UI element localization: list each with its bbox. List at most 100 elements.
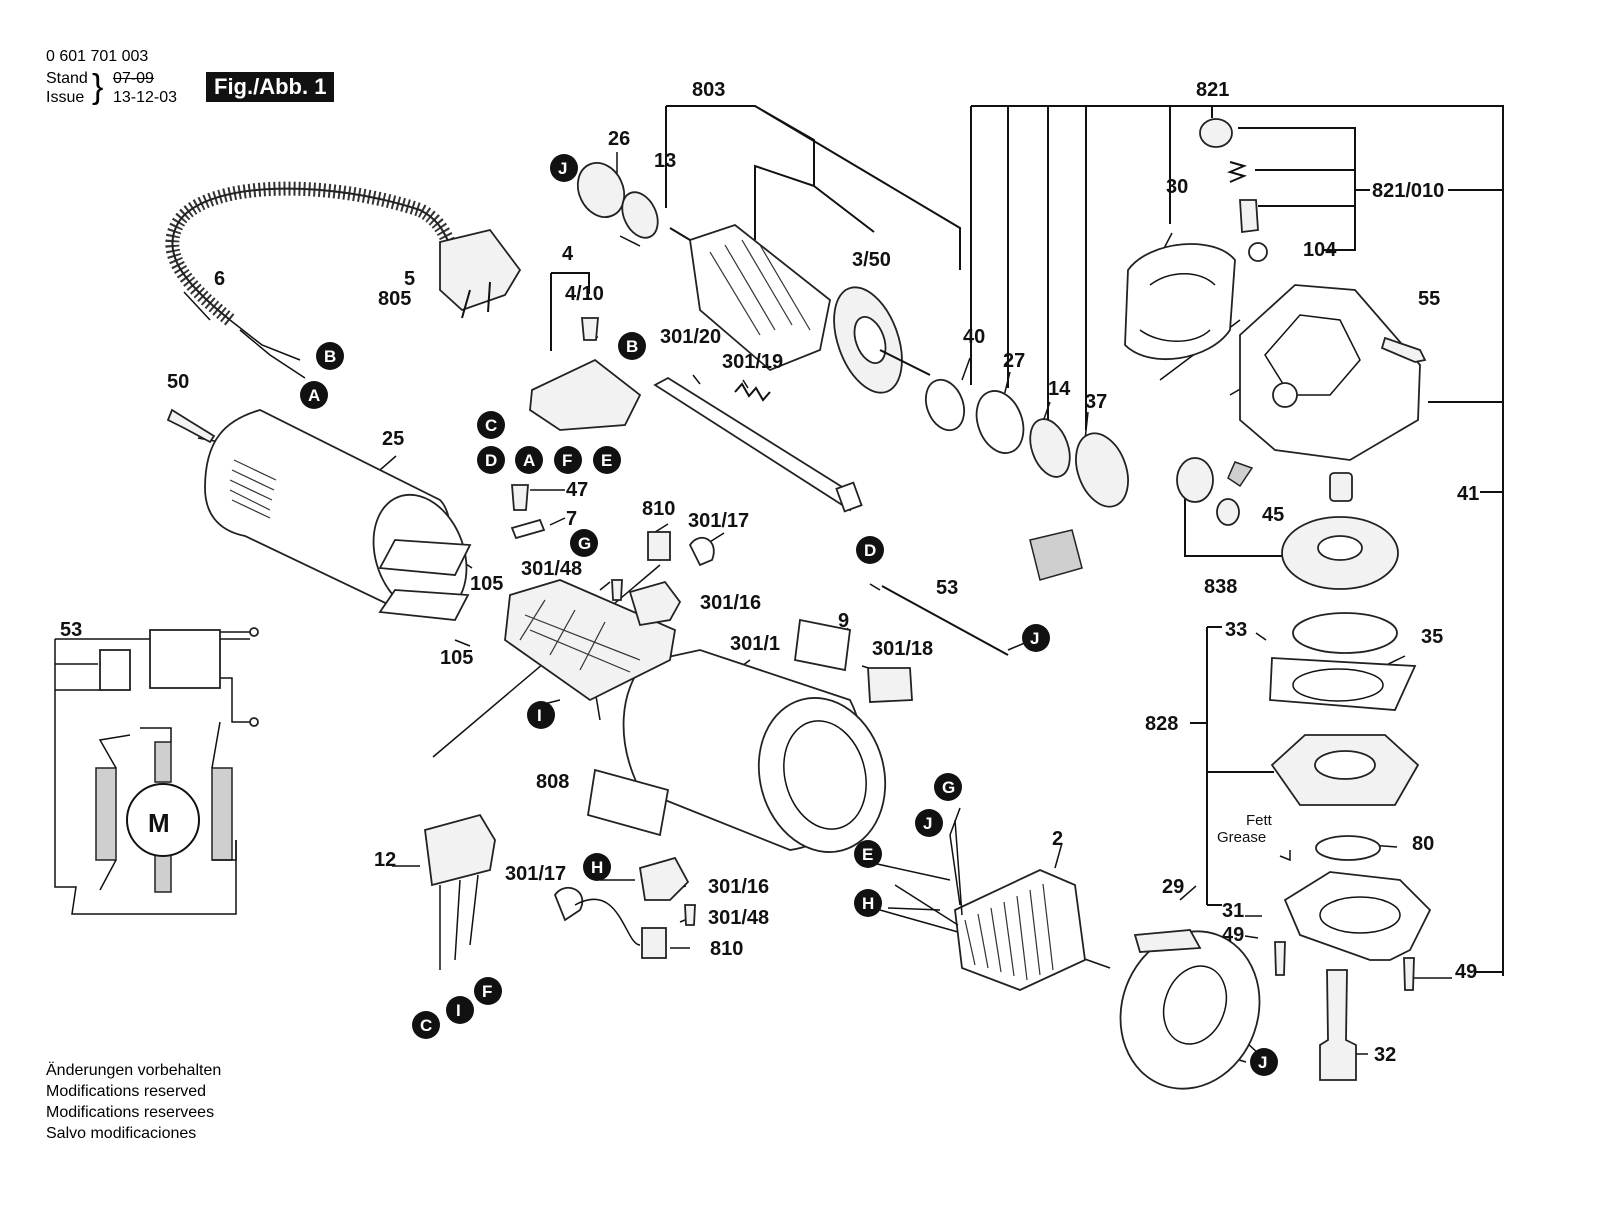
label-301-19: 301/19 [722, 351, 783, 373]
footer-notes: Änderungen vorbehalten Modifications res… [46, 1060, 221, 1144]
cap-part [1199, 118, 1233, 148]
bearing-26-part [576, 162, 626, 218]
label-55: 55 [1418, 288, 1440, 310]
suppressor-12-part [424, 813, 496, 887]
svg-text:E: E [601, 451, 612, 470]
bearing-flange-hub [1314, 750, 1376, 780]
label-104: 104 [1303, 239, 1337, 261]
circuit-brush-top [154, 741, 172, 783]
brush-spring-301-17a-part [688, 536, 715, 567]
svg-text:G: G [578, 534, 591, 553]
connector-G-1: G [570, 529, 598, 557]
armature-shaft [669, 227, 931, 376]
connector-markers: J B A B C D A F E G D J I G J E H H F I … [300, 154, 1278, 1076]
spring-part [1227, 161, 1247, 183]
cover-30-part [1124, 243, 1236, 361]
label-105b: 105 [440, 647, 473, 669]
power-cord-outline [171, 187, 451, 321]
bearing-13-part [621, 191, 659, 239]
connector-C-2: C [412, 1011, 440, 1039]
label-301-48a: 301/48 [521, 558, 582, 580]
circuit-wires [98, 721, 237, 891]
label-31: 31 [1222, 900, 1244, 922]
plug-part [439, 228, 522, 312]
screw-301-48a-part [611, 579, 623, 601]
label-27: 27 [1003, 350, 1025, 372]
connector-F-1: F [554, 446, 582, 474]
footer-line-de: Änderungen vorbehalten [46, 1062, 222, 1079]
label-2: 2 [1052, 828, 1063, 850]
brush-810a-part [647, 531, 671, 561]
connector-H-2: H [854, 889, 882, 917]
plate-31-part [1283, 871, 1432, 961]
label-4-10: 4/10 [565, 283, 604, 305]
connector-J-3: J [915, 809, 943, 837]
brush-wire [574, 879, 641, 946]
label-50: 50 [167, 371, 189, 393]
circuit-switch-block [149, 629, 221, 689]
circuit-contact-block [99, 649, 131, 691]
label-53a: 53 [60, 619, 82, 641]
small-nut-part [1227, 461, 1254, 488]
stand-label: Stand [46, 70, 88, 87]
switch-4-part [529, 358, 642, 431]
svg-text:A: A [308, 386, 320, 405]
screw-49b-part [1403, 957, 1415, 991]
screw-50-part [166, 408, 216, 444]
connector-C-1: C [477, 411, 505, 439]
svg-text:H: H [862, 894, 874, 913]
main-housing-mouth [757, 697, 887, 853]
svg-text:D: D [485, 451, 497, 470]
stator-part [954, 869, 1086, 991]
label-49a: 49 [1222, 924, 1244, 946]
label-301-16a: 301/16 [700, 592, 761, 614]
plug-pins-part [461, 281, 491, 319]
header-brace: } [92, 68, 104, 106]
part-labels: 803 821 26 13 30 821/010 104 3/50 4 4/10… [60, 79, 1479, 1066]
connector-B-1: B [316, 342, 344, 370]
label-sheet-part [378, 539, 472, 576]
motor-symbol [126, 783, 200, 857]
ring-40-part [924, 378, 966, 432]
label-13: 13 [654, 150, 676, 172]
label-37: 37 [1085, 391, 1107, 413]
connector-D-2: D [856, 536, 884, 564]
cord-wires-part [229, 319, 306, 379]
label-803: 803 [692, 79, 725, 101]
label-sheet-part-2 [378, 589, 470, 621]
nut-45-part [1216, 498, 1240, 526]
stator-laminations [964, 883, 1054, 981]
guard-29-tab [1133, 929, 1202, 953]
armature-windings [709, 239, 811, 336]
spring-301-19-part [734, 382, 771, 402]
slide-end-part [835, 481, 863, 513]
pin-part [1239, 199, 1259, 234]
svg-text:J: J [923, 814, 932, 833]
circuit-field-coil-right [211, 767, 233, 861]
brush-holder-301-16a-part [628, 580, 682, 627]
svg-text:D: D [864, 541, 876, 560]
connector-J-2: J [1022, 624, 1050, 652]
svg-text:B: B [324, 347, 336, 366]
label-105a: 105 [470, 573, 503, 595]
label-821: 821 [1196, 79, 1229, 101]
bracket-lines [54, 105, 1504, 976]
svg-text:A: A [523, 451, 535, 470]
label-14: 14 [1048, 378, 1071, 400]
connector-A-2: A [515, 446, 543, 474]
stator-wires [879, 819, 963, 933]
parts [95, 118, 1432, 1090]
connector-D-1: D [477, 446, 505, 474]
svg-text:C: C [485, 416, 497, 435]
washer-104-part [1248, 242, 1268, 262]
terminal-7-part [510, 518, 546, 540]
screw-55-part [1380, 336, 1427, 363]
foam-block-part [1029, 529, 1083, 581]
label-80: 80 [1412, 833, 1434, 855]
brush-holder-301-16b-part [638, 856, 690, 901]
connector-I-1: I [527, 701, 555, 729]
label-838: 838 [1204, 576, 1237, 598]
guard-29-part [1119, 930, 1261, 1090]
connector-B-2: B [618, 332, 646, 360]
label-grease: Grease [1217, 829, 1266, 846]
